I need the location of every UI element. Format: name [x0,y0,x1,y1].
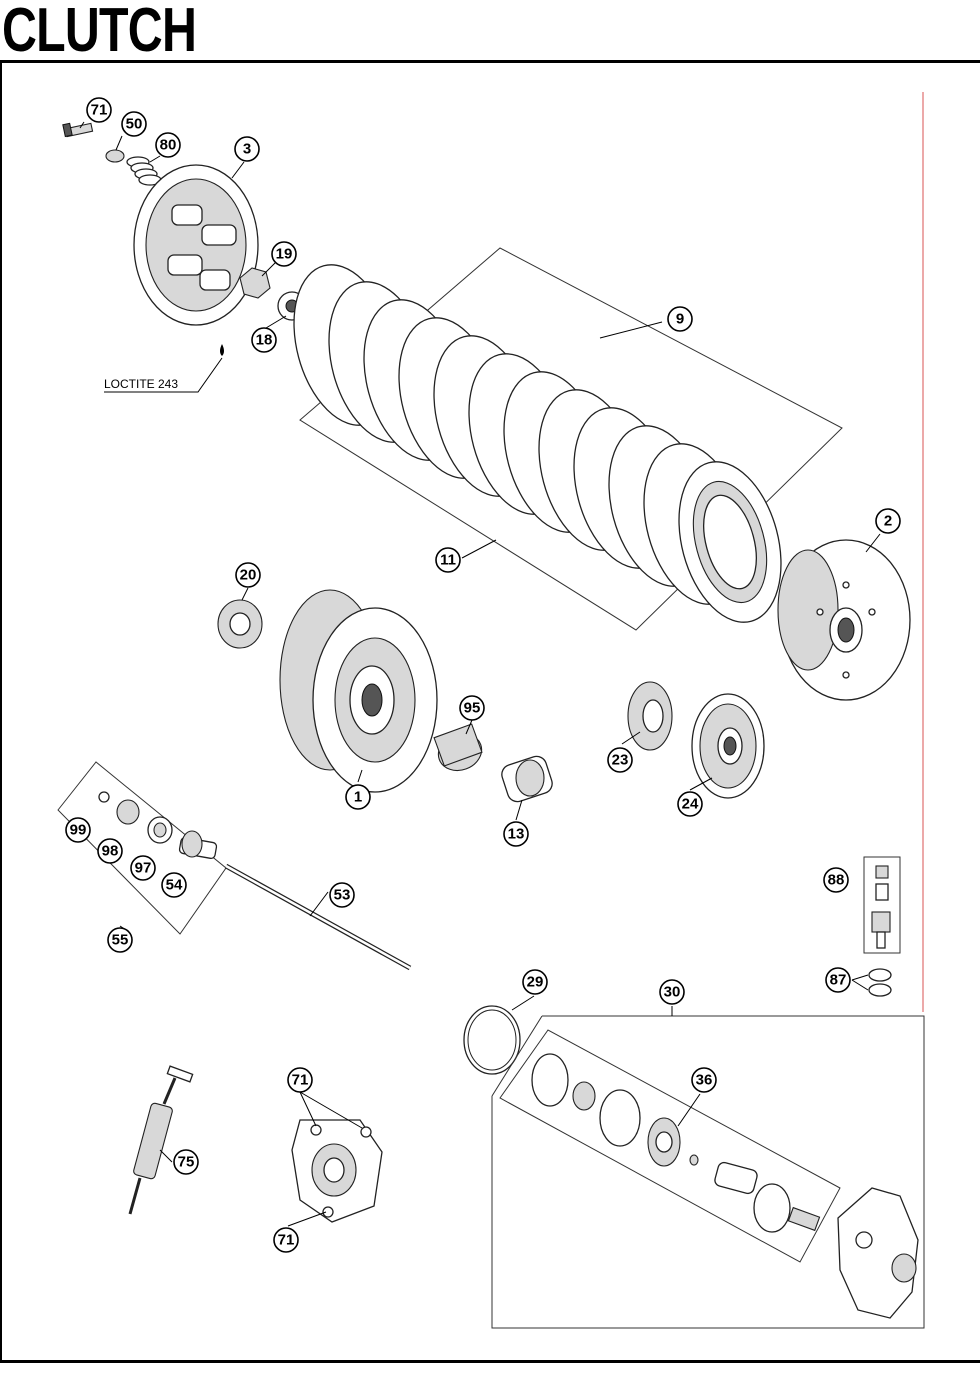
gear-24 [691,693,765,799]
svg-text:53: 53 [334,887,351,904]
release-bearing-kit-55 [57,761,227,935]
callout-53: 53 [329,882,355,908]
o-ring-29 [463,1005,521,1075]
needle-bearing-95 [433,723,483,772]
svg-text:23: 23 [612,752,629,769]
inner-clutch-hub-2 [777,539,911,701]
leader-lines [79,121,881,1227]
washer-87-top [868,968,892,982]
svg-text:75: 75 [178,1154,195,1171]
callout-50: 50 [121,111,147,137]
callout-71-bolt: 71 [86,97,112,123]
push-rod-53 [224,863,412,971]
callout-71-cover-bottom: 71 [273,1227,299,1253]
svg-text:20: 20 [240,567,257,584]
washer-87-bottom [868,983,892,997]
svg-text:2: 2 [884,513,892,530]
bolt-71 [62,122,94,138]
callout-19: 19 [271,241,297,267]
bleeder-valve-88 [863,856,901,954]
svg-text:87: 87 [830,972,847,989]
callout-71-cover-top: 71 [287,1067,313,1093]
svg-text:29: 29 [527,974,544,991]
callout-87: 87 [825,967,851,993]
callout-24: 24 [677,791,703,817]
callout-29: 29 [522,969,548,995]
svg-text:80: 80 [160,137,177,154]
callout-55: 55 [107,927,133,953]
svg-text:55: 55 [112,932,129,949]
loctite-drop-icon [220,344,224,356]
footer-rule [0,1360,980,1363]
clutch-basket-1 [279,589,438,793]
svg-text:9: 9 [676,311,684,328]
svg-text:71: 71 [278,1232,295,1249]
callout-3: 3 [234,136,260,162]
frame-left-border [0,60,2,1362]
gear-23 [627,681,673,751]
spring-80 [126,156,162,186]
callout-1: 1 [345,784,371,810]
svg-text:97: 97 [135,860,152,877]
callout-99: 99 [65,817,91,843]
svg-text:19: 19 [276,246,293,263]
callout-75: 75 [173,1149,199,1175]
svg-text:18: 18 [256,332,273,349]
svg-text:24: 24 [682,796,699,813]
clutch-disc-stack [293,247,843,631]
clutch-cover-housing [291,1119,383,1223]
svg-text:3: 3 [243,141,251,158]
svg-text:95: 95 [464,700,481,717]
callout-23: 23 [607,747,633,773]
svg-text:71: 71 [292,1072,309,1089]
callout-11: 11 [435,547,461,573]
callout-36: 36 [691,1067,717,1093]
callout-2: 2 [875,508,901,534]
svg-text:30: 30 [664,984,681,1001]
svg-text:54: 54 [166,877,183,894]
callout-88: 88 [823,867,849,893]
grease-syringe-75 [128,1065,194,1215]
callout-9: 9 [667,306,693,332]
slave-cylinder-kit-30 [491,1015,925,1329]
svg-text:11: 11 [440,552,456,569]
slave-cylinder-housing [837,1187,919,1319]
svg-text:1: 1 [354,789,362,806]
bushing-13 [501,755,553,803]
callout-30: 30 [659,979,685,1005]
callout-98: 98 [97,838,123,864]
svg-text:98: 98 [102,843,119,860]
callout-97: 97 [130,855,156,881]
svg-text:99: 99 [70,822,87,839]
washer-50 [105,149,125,163]
svg-text:50: 50 [126,116,143,133]
loctite-label: LOCTITE 243 [104,377,178,391]
svg-text:36: 36 [696,1072,713,1089]
header-rule [0,60,980,63]
callout-80: 80 [155,132,181,158]
callout-20: 20 [235,562,261,588]
callout-54: 54 [161,872,187,898]
svg-text:13: 13 [508,826,525,843]
callout-13: 13 [503,821,529,847]
page-title: CLUTCH [2,0,197,65]
svg-text:88: 88 [828,872,845,889]
callout-95: 95 [459,695,485,721]
pressure-cap-3 [133,164,259,326]
svg-text:71: 71 [91,102,108,119]
callout-18: 18 [251,327,277,353]
